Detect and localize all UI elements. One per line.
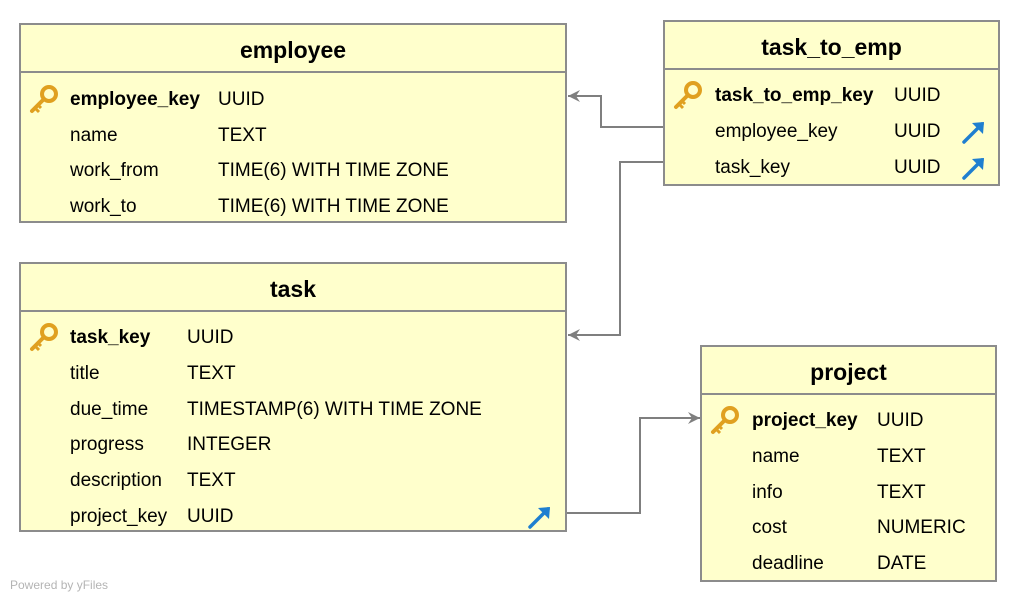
column-type: UUID: [187, 327, 234, 348]
task-table[interactable]: task task_key UUID title TEXT due_time T…: [19, 262, 567, 532]
column-row: task_key UUID: [665, 150, 998, 186]
column-name: task_key: [715, 157, 790, 178]
column-type: UUID: [894, 157, 941, 178]
foreign-key-icon: [528, 507, 550, 529]
primary-key-icon: [674, 81, 702, 110]
column-type: TIME(6) WITH TIME ZONE: [218, 160, 449, 181]
column-type: UUID: [894, 121, 941, 142]
column-name: project_key: [752, 410, 858, 431]
column-name: cost: [752, 517, 787, 538]
connector-task-key: [568, 161, 663, 341]
column-name: due_time: [70, 399, 149, 420]
column-name: name: [70, 125, 118, 146]
column-name: title: [70, 363, 100, 384]
primary-key-icon: [30, 85, 58, 114]
column-name: project_key: [70, 506, 168, 527]
table-title: employee: [21, 25, 565, 73]
column-row: task_to_emp_key UUID: [665, 78, 998, 114]
table-title: project: [702, 347, 995, 395]
column-name: task_key: [70, 327, 151, 348]
column-type: TEXT: [187, 363, 236, 384]
primary-key-icon: [30, 323, 58, 352]
column-type: TEXT: [877, 482, 926, 503]
column-row: work_to TIME(6) WITH TIME ZONE: [21, 189, 565, 225]
column-type: TEXT: [218, 125, 267, 146]
column-row: project_key UUID: [21, 499, 565, 535]
foreign-key-icon: [962, 158, 984, 180]
column-name: employee_key: [715, 121, 838, 142]
column-row: name TEXT: [21, 118, 565, 154]
column-row: cost NUMERIC: [702, 510, 995, 546]
column-row: employee_key UUID: [21, 82, 565, 118]
project-table[interactable]: project project_key UUID name TEXT info …: [700, 345, 997, 582]
column-name: employee_key: [70, 89, 200, 110]
column-row: project_key UUID: [702, 403, 995, 439]
column-row: task_key UUID: [21, 320, 565, 356]
column-row: deadline DATE: [702, 546, 995, 582]
employee-table[interactable]: employee employee_key UUID name TEXT wor…: [19, 23, 567, 223]
column-row: info TEXT: [702, 475, 995, 511]
column-type: DATE: [877, 553, 927, 574]
column-name: task_to_emp_key: [715, 85, 874, 106]
column-row: progress INTEGER: [21, 427, 565, 463]
task-to-emp-table[interactable]: task_to_emp task_to_emp_key UUID employe…: [663, 20, 1000, 186]
column-type: TEXT: [877, 446, 926, 467]
column-type: UUID: [218, 89, 265, 110]
column-name: work_from: [70, 160, 159, 181]
table-title: task_to_emp: [665, 22, 998, 70]
column-type: INTEGER: [187, 434, 272, 455]
foreign-key-icon: [962, 122, 984, 144]
table-title: task: [21, 264, 565, 312]
connector-employee-key: [568, 90, 663, 128]
column-name: work_to: [70, 196, 137, 217]
column-type: UUID: [187, 506, 234, 527]
primary-key-icon: [711, 406, 739, 435]
column-name: info: [752, 482, 783, 503]
column-type: NUMERIC: [877, 517, 966, 538]
column-type: UUID: [894, 85, 941, 106]
column-type: TIMESTAMP(6) WITH TIME ZONE: [187, 399, 482, 420]
column-row: description TEXT: [21, 463, 565, 499]
powered-by-footer: Powered by yFiles: [10, 578, 109, 592]
column-type: UUID: [877, 410, 924, 431]
column-type: TEXT: [187, 470, 236, 491]
column-name: progress: [70, 434, 144, 455]
column-type: TIME(6) WITH TIME ZONE: [218, 196, 449, 217]
column-row: due_time TIMESTAMP(6) WITH TIME ZONE: [21, 392, 565, 428]
column-name: description: [70, 470, 162, 491]
column-row: employee_key UUID: [665, 114, 998, 150]
column-name: name: [752, 446, 800, 467]
column-row: title TEXT: [21, 356, 565, 392]
column-row: work_from TIME(6) WITH TIME ZONE: [21, 153, 565, 189]
column-name: deadline: [752, 553, 824, 574]
column-row: name TEXT: [702, 439, 995, 475]
connector-project-key: [567, 412, 700, 514]
